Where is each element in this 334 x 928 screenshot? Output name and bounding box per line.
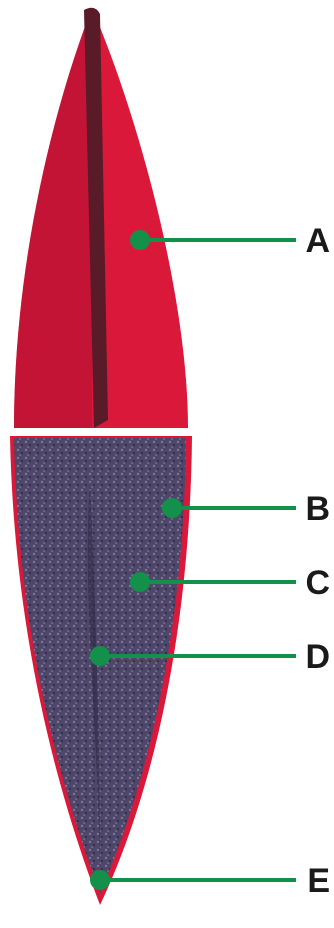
upper-blade-shadow xyxy=(14,8,92,428)
label-a: A xyxy=(305,224,330,258)
label-c: C xyxy=(305,566,330,600)
cross-section-gap xyxy=(10,428,192,436)
leader-E xyxy=(90,870,296,890)
label-b: B xyxy=(305,492,330,526)
label-d: D xyxy=(305,640,330,674)
label-e: E xyxy=(307,864,330,898)
